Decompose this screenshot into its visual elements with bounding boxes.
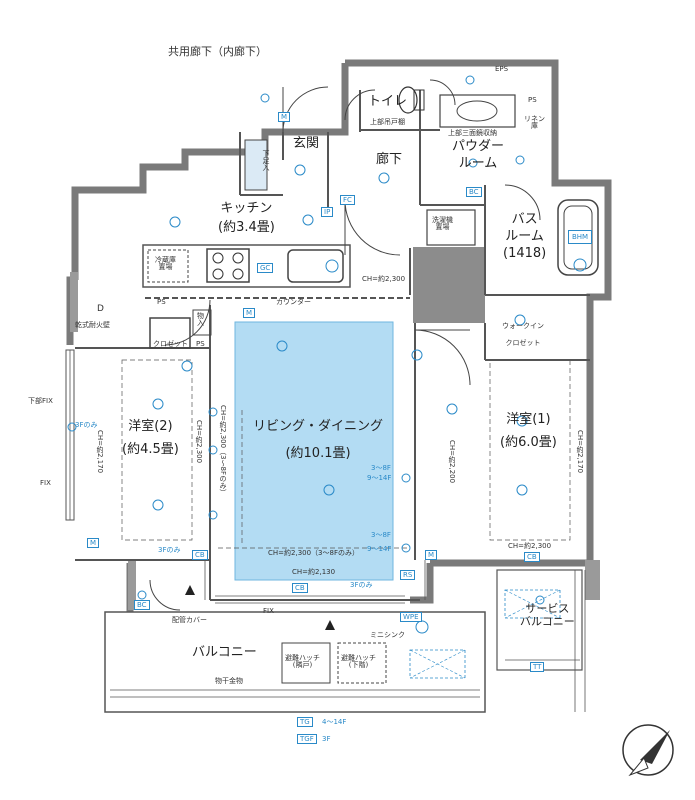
- note-3-8f-b: 3～8F: [371, 531, 391, 539]
- fix-left-label: FIX: [40, 479, 51, 487]
- tgf-label: TGF: [297, 734, 317, 744]
- mini-sink-label: ミニシンク: [370, 631, 405, 639]
- rs-label: RS: [400, 570, 416, 580]
- m-label-3: M: [425, 550, 438, 560]
- note-3f-bottom: 3Fのみ: [158, 546, 181, 554]
- w1-bottom-height: CH=約2,300: [508, 542, 552, 550]
- service-balcony-area: [496, 569, 583, 671]
- upper-mirror-label: 上部三面鏡収納: [448, 129, 497, 137]
- balcony-label: バルコニー: [192, 645, 257, 660]
- hatch-upper-label: 避難ハッチ(下階): [341, 654, 376, 669]
- shoe-cabinet-label: 下足入: [262, 150, 270, 171]
- cb-label-3: CB: [524, 552, 540, 562]
- gc-label: GC: [257, 263, 274, 273]
- note-3-8f-a: 3～8F: [371, 464, 391, 472]
- w1-inner-height: CH=約2,200: [448, 440, 456, 484]
- living-label: リビング・ダイニング(約10.1畳): [253, 419, 384, 461]
- electrical-symbols: [67, 75, 587, 634]
- note-3f-left: 3Fのみ: [75, 421, 98, 429]
- column-left: [70, 272, 78, 332]
- entrance-label: 玄関: [293, 136, 320, 151]
- eps-label: EPS: [495, 65, 509, 73]
- bc-label-2: BC: [134, 600, 150, 610]
- fix-bottom-label: FIX: [263, 607, 274, 615]
- tgf-note: 3F: [322, 735, 331, 743]
- w2-inner-height: CH=約2,300: [195, 420, 203, 464]
- ip-label: IP: [321, 207, 334, 217]
- linen-label: リネン庫: [524, 115, 545, 130]
- fridge-space: [147, 249, 189, 283]
- kitchen-height: CH=約2,300: [362, 275, 406, 283]
- pipe-cover-label: 配管カバー: [172, 616, 207, 624]
- lower-fix-label: 下部FIX: [28, 397, 53, 405]
- cooktop: [206, 248, 250, 283]
- toilet-label: トイレ: [368, 94, 408, 109]
- living-vert-height: CH=約2,300（3～8Fのみ）: [219, 405, 227, 496]
- bc-label: BC: [466, 187, 482, 197]
- fridge-label: 冷蔵庫置場: [155, 256, 176, 271]
- fc-label: FC: [340, 195, 355, 205]
- w1-side-height: CH=約2,170: [576, 430, 584, 474]
- powder-room-label: パウダールーム: [452, 139, 505, 171]
- living-height-2: CH=約2,130: [292, 568, 336, 576]
- m-label-1: M: [278, 112, 291, 122]
- western1-label: 洋室(1)(約6.0畳): [500, 412, 557, 450]
- bath-label: バスルーム(1418): [503, 212, 547, 261]
- walkin-label: ウォークインクロゼット: [502, 322, 544, 347]
- cb-label-1: CB: [192, 550, 208, 560]
- note-3f-balcony: 3Fのみ: [350, 581, 373, 589]
- bhm-label: BHM: [568, 230, 592, 244]
- storage-label: 物入: [197, 312, 204, 327]
- d-label: D: [97, 304, 104, 314]
- vanity: [439, 94, 516, 128]
- tt-label: TT: [530, 662, 545, 672]
- kitchen-sink: [287, 249, 344, 283]
- living-height-1: CH=約2,300（3～8Fのみ）: [268, 549, 359, 557]
- wpe-label: WPE: [400, 612, 422, 622]
- western2-label: 洋室(2)(約4.5畳): [122, 419, 179, 457]
- cb-label-2: CB: [292, 583, 308, 593]
- closet-label: クロゼット: [153, 340, 188, 348]
- washer-space: [426, 209, 476, 246]
- note-9-14f-b: 9～14F: [367, 545, 392, 553]
- column-right-bottom: [585, 560, 600, 600]
- tg-label: TG: [297, 717, 313, 727]
- dryer-label: 乾式耐火壁: [75, 321, 110, 329]
- ps-label: PS: [157, 298, 166, 306]
- corridor-label: 共用廊下（内廊下）: [168, 45, 267, 58]
- m-label-2: M: [87, 538, 100, 548]
- washer-label: 洗濯機置場: [432, 216, 453, 231]
- counter-label: カウンター: [276, 298, 311, 306]
- hallway-label: 廊下: [376, 152, 403, 167]
- ps-label-top: PS: [528, 96, 537, 104]
- kitchen-label: キッチン(約3.4畳): [218, 201, 275, 235]
- column-center: [413, 247, 485, 323]
- note-9-14f-a: 9～14F: [367, 474, 392, 482]
- ps-label-2: PS: [196, 340, 205, 348]
- column-bottom-left: [128, 560, 136, 610]
- balcony-area: [104, 611, 486, 713]
- w2-side-height: CH=約2,170: [96, 430, 104, 474]
- toilet-fixture: [398, 86, 418, 114]
- m-label-4: M: [243, 308, 256, 318]
- service-balcony-label: サービスバルコニー: [520, 602, 575, 628]
- interior-walls: [75, 90, 590, 601]
- upper-cabinet-label: 上部吊戸棚: [370, 118, 405, 126]
- compass-icon: [622, 724, 674, 777]
- living-room-area: [234, 321, 394, 581]
- hatch-lower-label: 避難ハッチ(隣戸): [285, 654, 320, 669]
- drying-rack-label: 物干金物: [215, 677, 243, 685]
- tg-note: 4～14F: [322, 718, 347, 726]
